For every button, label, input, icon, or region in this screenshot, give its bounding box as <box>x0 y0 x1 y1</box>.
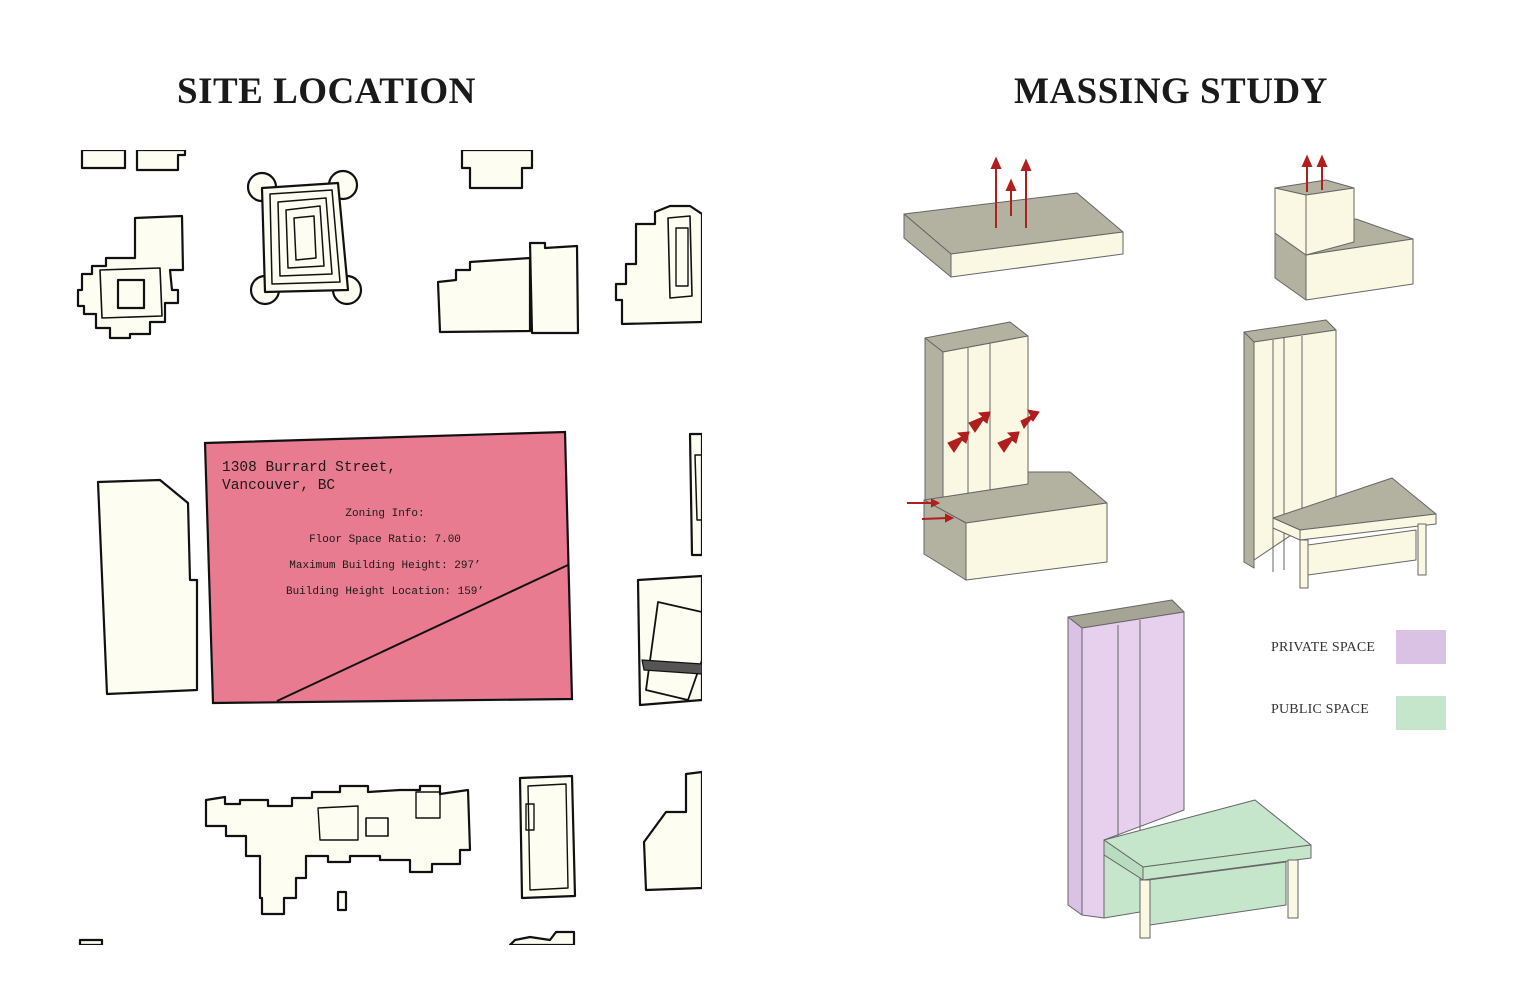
site-location-title: SITE LOCATION <box>177 71 476 112</box>
site-address-line1: 1308 Burrard Street, <box>222 460 396 476</box>
height-limit-line <box>276 564 569 702</box>
building-stepped-mid-tower <box>528 241 580 335</box>
legend-private-label: PRIVATE SPACE <box>1271 640 1376 655</box>
building-top-mid <box>460 150 534 190</box>
massing-step-5-final <box>1067 599 1312 939</box>
legend-private-swatch <box>1396 630 1446 664</box>
massing-step-1-slab <box>903 192 1124 278</box>
max-building-height: Maximum Building Height: 297’ <box>289 560 480 572</box>
massing-study-title: MASSING STUDY <box>1014 71 1328 112</box>
massing-step-4-lifted <box>1243 319 1437 589</box>
zoning-heading: Zoning Info: <box>345 508 424 520</box>
building-right-complex-inner <box>667 215 693 299</box>
airflow-arrows <box>907 154 1328 523</box>
building-cluster-left-ring <box>99 267 163 319</box>
building-bottom-right <box>642 770 702 892</box>
massing-step-3-tower <box>923 321 1108 581</box>
building-ornate-tower <box>246 169 363 306</box>
site-parcel <box>203 430 574 705</box>
building-right-complex <box>614 204 702 326</box>
building-left-long <box>96 478 199 696</box>
floor-space-ratio: Floor Space Ratio: 7.00 <box>309 534 461 546</box>
building-bottom-small <box>336 890 348 912</box>
building-top-left-a <box>80 150 127 170</box>
legend-public-swatch <box>1396 696 1446 730</box>
site-address-line2: Vancouver, BC <box>222 478 335 494</box>
building-bottom-cluster <box>204 784 472 916</box>
building-cluster-left <box>76 214 185 340</box>
building-top-left-b <box>135 150 187 172</box>
building-bottom-edge-a <box>78 938 104 945</box>
building-stepped-mid <box>436 256 532 334</box>
massing-step-2-stack <box>1274 179 1414 301</box>
building-bottom-edge-b <box>508 930 576 945</box>
building-height-location: Building Height Location: 159’ <box>286 586 484 598</box>
legend-public-label: PUBLIC SPACE <box>1271 702 1369 717</box>
building-cluster-left-core <box>116 278 146 310</box>
